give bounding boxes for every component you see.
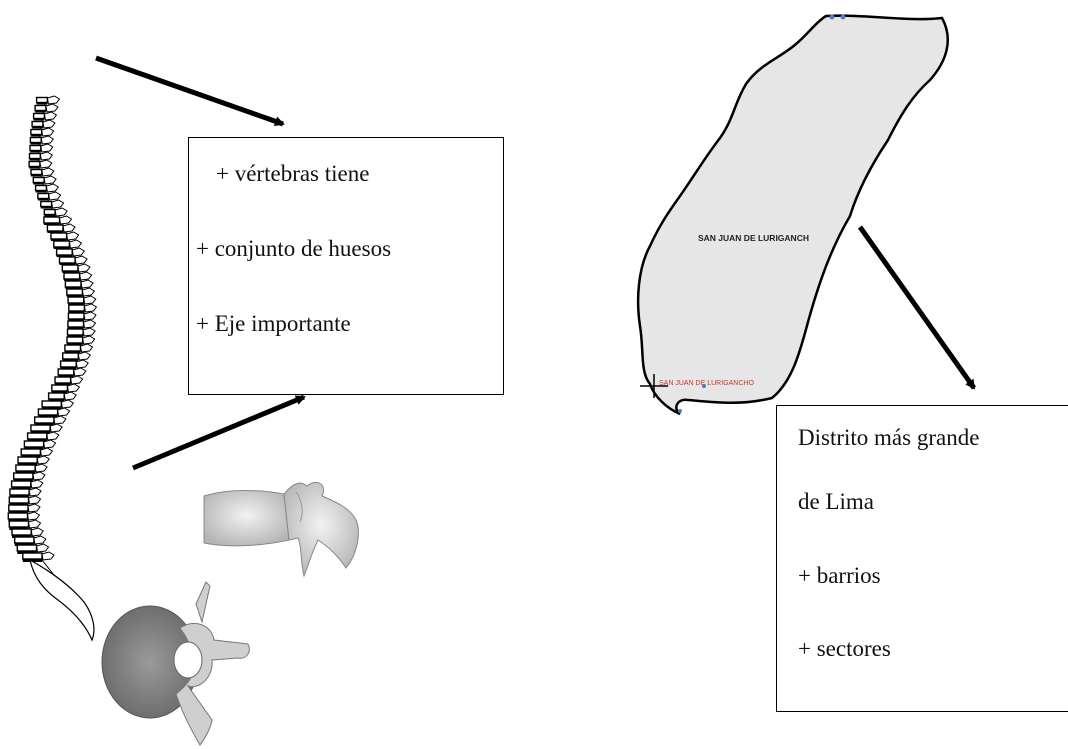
map-district-label: SAN JUAN DE LURIGANCH <box>698 233 809 243</box>
district-box-line-2: de Lima <box>798 489 874 514</box>
district-box-line-4: + sectores <box>798 636 891 661</box>
vertebra-top-icon <box>101 581 250 746</box>
vertebra-side-icon <box>203 481 359 578</box>
spine-icon <box>7 95 98 642</box>
arrow-top-left <box>95 55 285 127</box>
spine-box-line-3: + Eje importante <box>196 311 351 336</box>
arrow-map-down <box>857 225 977 390</box>
spine-box-line-2: + conjunto de huesos <box>196 236 392 261</box>
district-text-box: Distrito más grande de Lima + barrios + … <box>776 405 1068 712</box>
arrow-bottom-left <box>132 394 306 471</box>
spine-text-box: + vértebras tiene + conjunto de huesos +… <box>188 137 504 395</box>
spine-box-line-1: + vértebras tiene <box>216 161 370 186</box>
district-box-line-1: Distrito más grande <box>798 425 980 450</box>
map-district-label-secondary: SAN JUAN DE LURIGANCHO <box>659 380 754 387</box>
district-box-line-3: + barrios <box>798 563 881 588</box>
district-map <box>636 14 950 416</box>
